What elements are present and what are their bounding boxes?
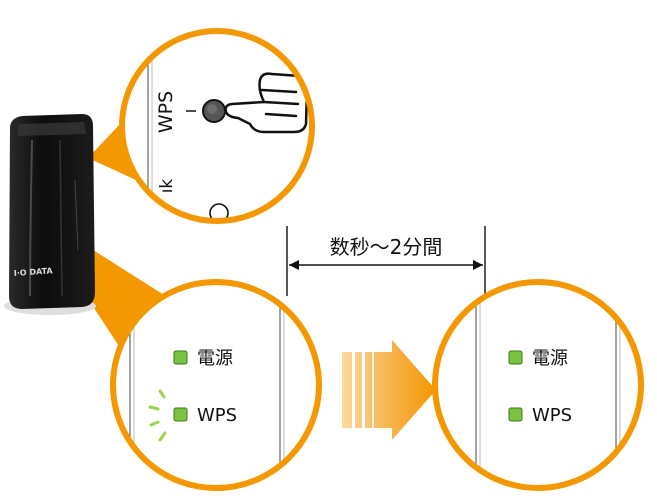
lower-port-hole bbox=[209, 203, 229, 221]
power-led-label: 電源 bbox=[197, 348, 233, 369]
wps-led-label: WPS bbox=[197, 405, 237, 426]
wps-led bbox=[173, 407, 188, 422]
partial-port-label: ık bbox=[157, 179, 177, 194]
device-brand-text: I·O DATA bbox=[14, 266, 54, 278]
power-led bbox=[173, 350, 188, 365]
router-device: I·O DATA bbox=[4, 114, 96, 315]
wps-button-label: WPS bbox=[155, 91, 177, 133]
wps-led bbox=[508, 407, 523, 422]
progress-arrow bbox=[342, 340, 436, 440]
blink-rays bbox=[148, 389, 167, 442]
after-zoom-circle: 電源 WPS bbox=[432, 279, 644, 491]
power-led bbox=[508, 350, 523, 365]
top-zoom-circle: WPS ık bbox=[119, 28, 315, 224]
wps-led-label: WPS bbox=[532, 405, 572, 426]
power-led-label: 電源 bbox=[532, 348, 568, 369]
duration-indicator: 数秒～2分間 bbox=[286, 226, 486, 296]
duration-label: 数秒～2分間 bbox=[330, 235, 443, 259]
before-zoom-circle: 電源 WPS bbox=[110, 279, 322, 491]
